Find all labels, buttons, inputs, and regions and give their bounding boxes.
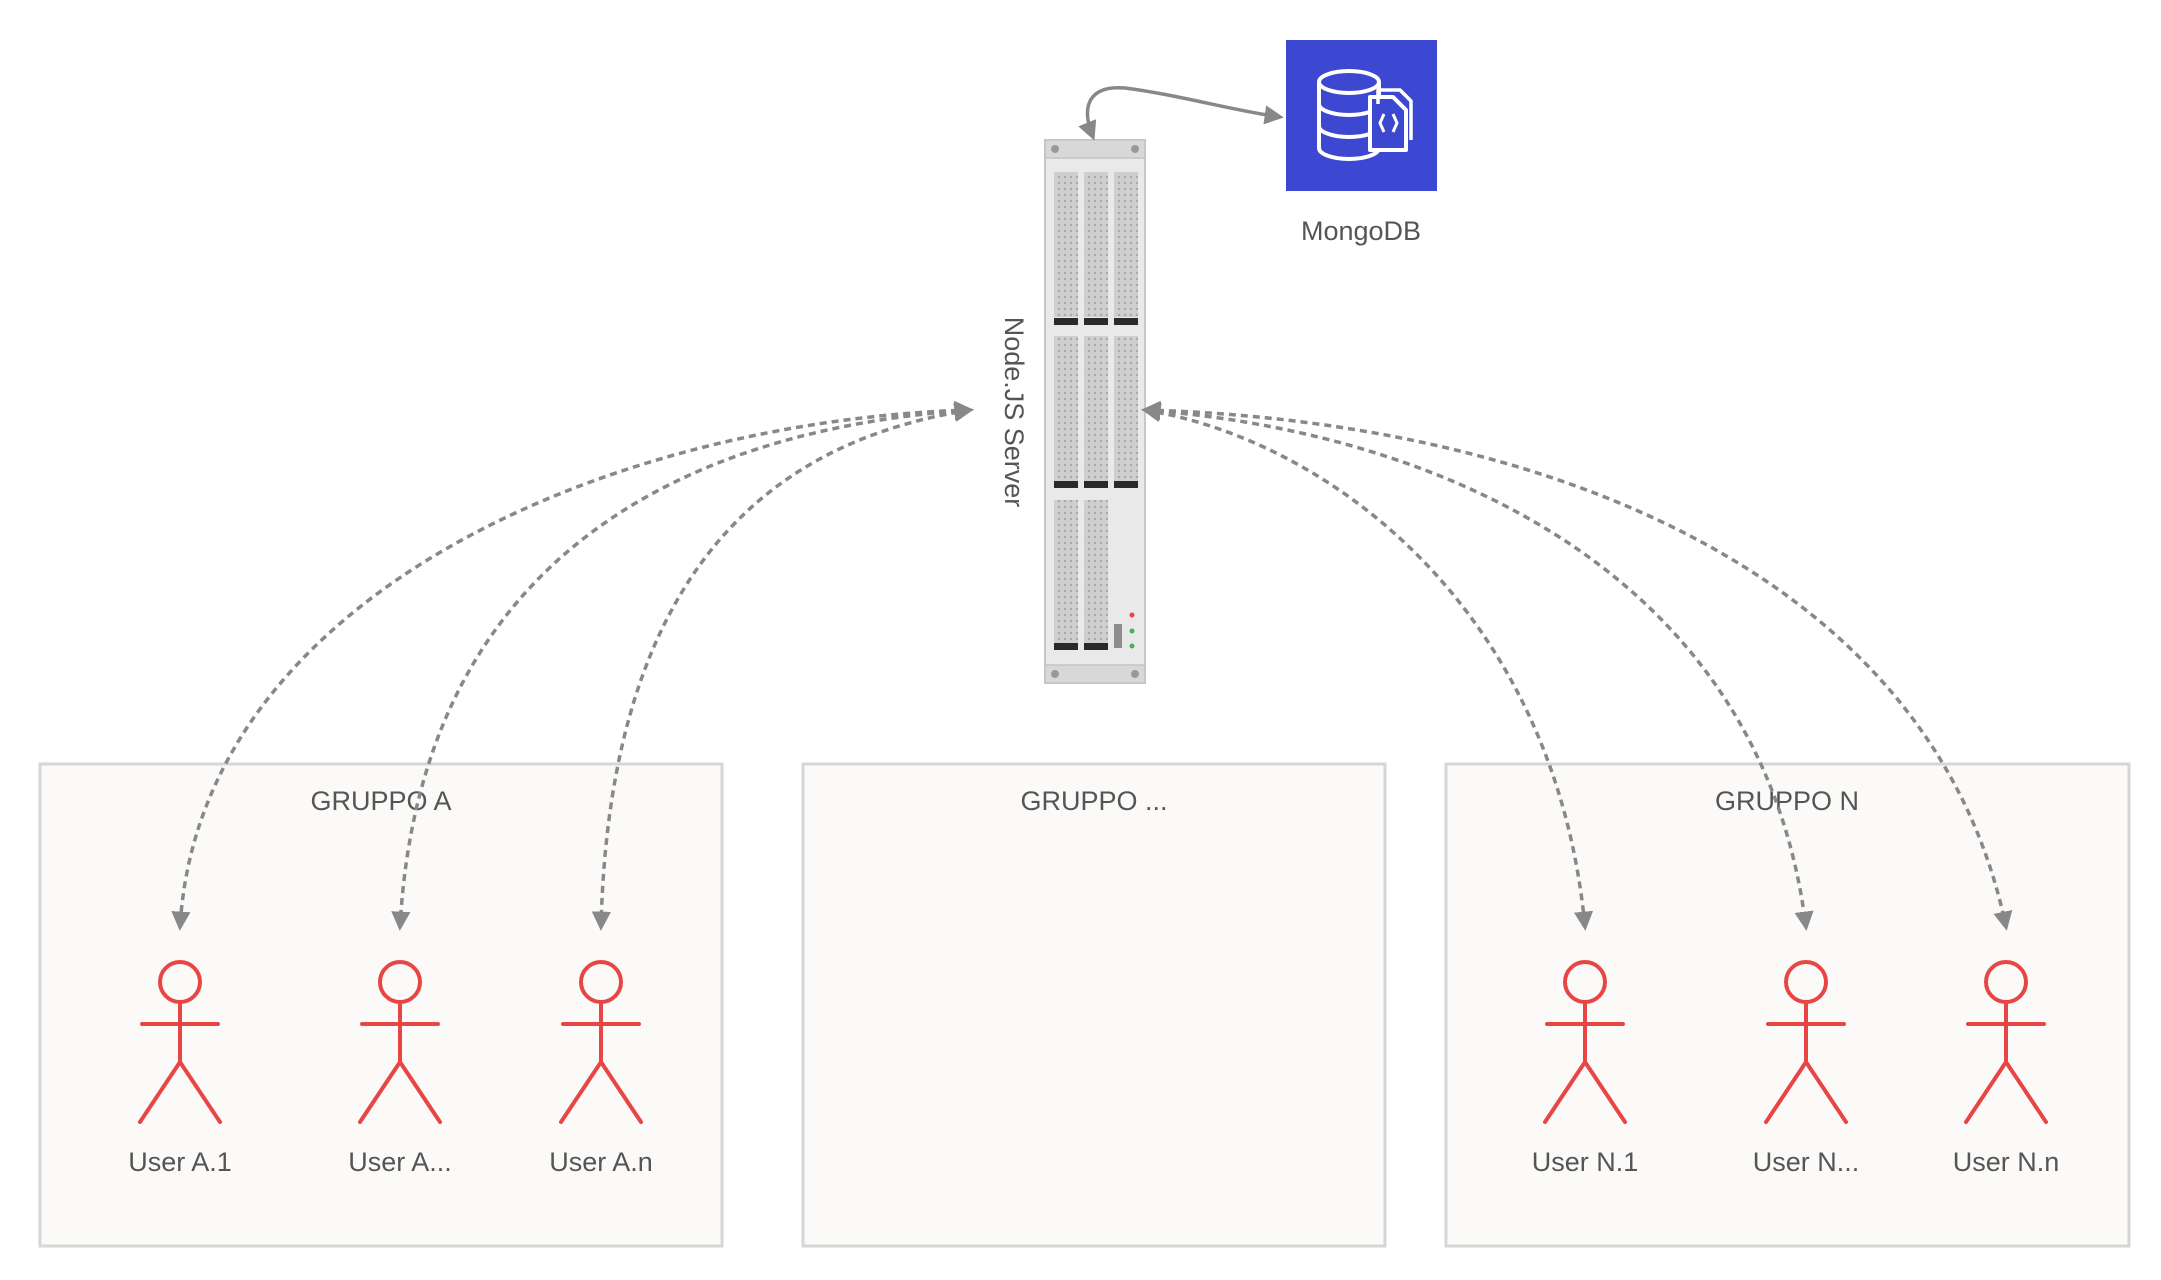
actor-user-a1[interactable]: User A.1 xyxy=(128,960,232,1177)
server-db-connector xyxy=(1078,86,1284,141)
drive-handle xyxy=(1054,318,1078,325)
actor-user-a2[interactable]: User A... xyxy=(348,960,452,1177)
user-actor-icon xyxy=(1764,960,1848,1124)
screw-icon xyxy=(1131,670,1139,678)
drive-handle xyxy=(1084,318,1108,325)
group-middle-frame xyxy=(801,762,1387,1248)
actor-label: User N.1 xyxy=(1532,1147,1639,1177)
server-node[interactable]: Node.JS Server xyxy=(999,139,1146,684)
actor-user-n2[interactable]: User N... xyxy=(1753,960,1860,1177)
drive-bay xyxy=(1084,500,1108,643)
drive-bay xyxy=(1114,336,1138,481)
server-label: Node.JS Server xyxy=(999,317,1029,508)
connector-user-nn xyxy=(1141,400,2013,931)
connector-user-an xyxy=(591,402,974,931)
status-led-icon xyxy=(1129,643,1135,649)
status-led-icon xyxy=(1129,612,1135,618)
screw-icon xyxy=(1051,145,1059,153)
power-switch xyxy=(1114,624,1122,648)
drive-handle xyxy=(1114,318,1138,325)
server-bottom-rail xyxy=(1044,664,1146,684)
user-actor-icon xyxy=(1964,960,2048,1124)
actor-label: User A.n xyxy=(549,1147,653,1177)
drive-handle xyxy=(1084,481,1108,488)
user-actor-icon xyxy=(358,960,442,1124)
database-document-icon xyxy=(1317,69,1413,161)
user-actor-icon xyxy=(138,960,222,1124)
actor-user-nn[interactable]: User N.n xyxy=(1953,960,2060,1177)
drive-handle xyxy=(1054,481,1078,488)
drive-bay xyxy=(1054,172,1078,317)
drive-bay xyxy=(1054,500,1078,643)
group-a-title: GRUPPO A xyxy=(310,786,451,816)
actor-label: User A.1 xyxy=(128,1147,232,1177)
drive-handle xyxy=(1084,643,1108,650)
drive-bay xyxy=(1084,336,1108,481)
user-actor-icon xyxy=(559,960,643,1124)
database-label: MongoDB xyxy=(1301,216,1421,246)
drive-bay xyxy=(1084,172,1108,317)
drive-bay xyxy=(1054,336,1078,481)
connectors xyxy=(171,86,2013,931)
actor-user-n1[interactable]: User N.1 xyxy=(1532,960,1639,1177)
group-middle[interactable]: GRUPPO ... xyxy=(801,762,1387,1248)
actor-label: User N... xyxy=(1753,1147,1860,1177)
screw-icon xyxy=(1131,145,1139,153)
screw-icon xyxy=(1051,670,1059,678)
actor-label: User N.n xyxy=(1953,1147,2060,1177)
drive-handle xyxy=(1054,643,1078,650)
mongodb-node[interactable]: MongoDB xyxy=(1286,40,1437,246)
actor-user-an[interactable]: User A.n xyxy=(549,960,653,1177)
group-middle-title: GRUPPO ... xyxy=(1020,786,1167,816)
user-actor-icon xyxy=(1543,960,1627,1124)
actor-label: User A... xyxy=(348,1147,452,1177)
drive-bay xyxy=(1114,172,1138,317)
drive-handle xyxy=(1114,481,1138,488)
group-n-title: GRUPPO N xyxy=(1715,786,1859,816)
status-led-icon xyxy=(1129,628,1135,634)
server-top-rail xyxy=(1044,139,1146,159)
